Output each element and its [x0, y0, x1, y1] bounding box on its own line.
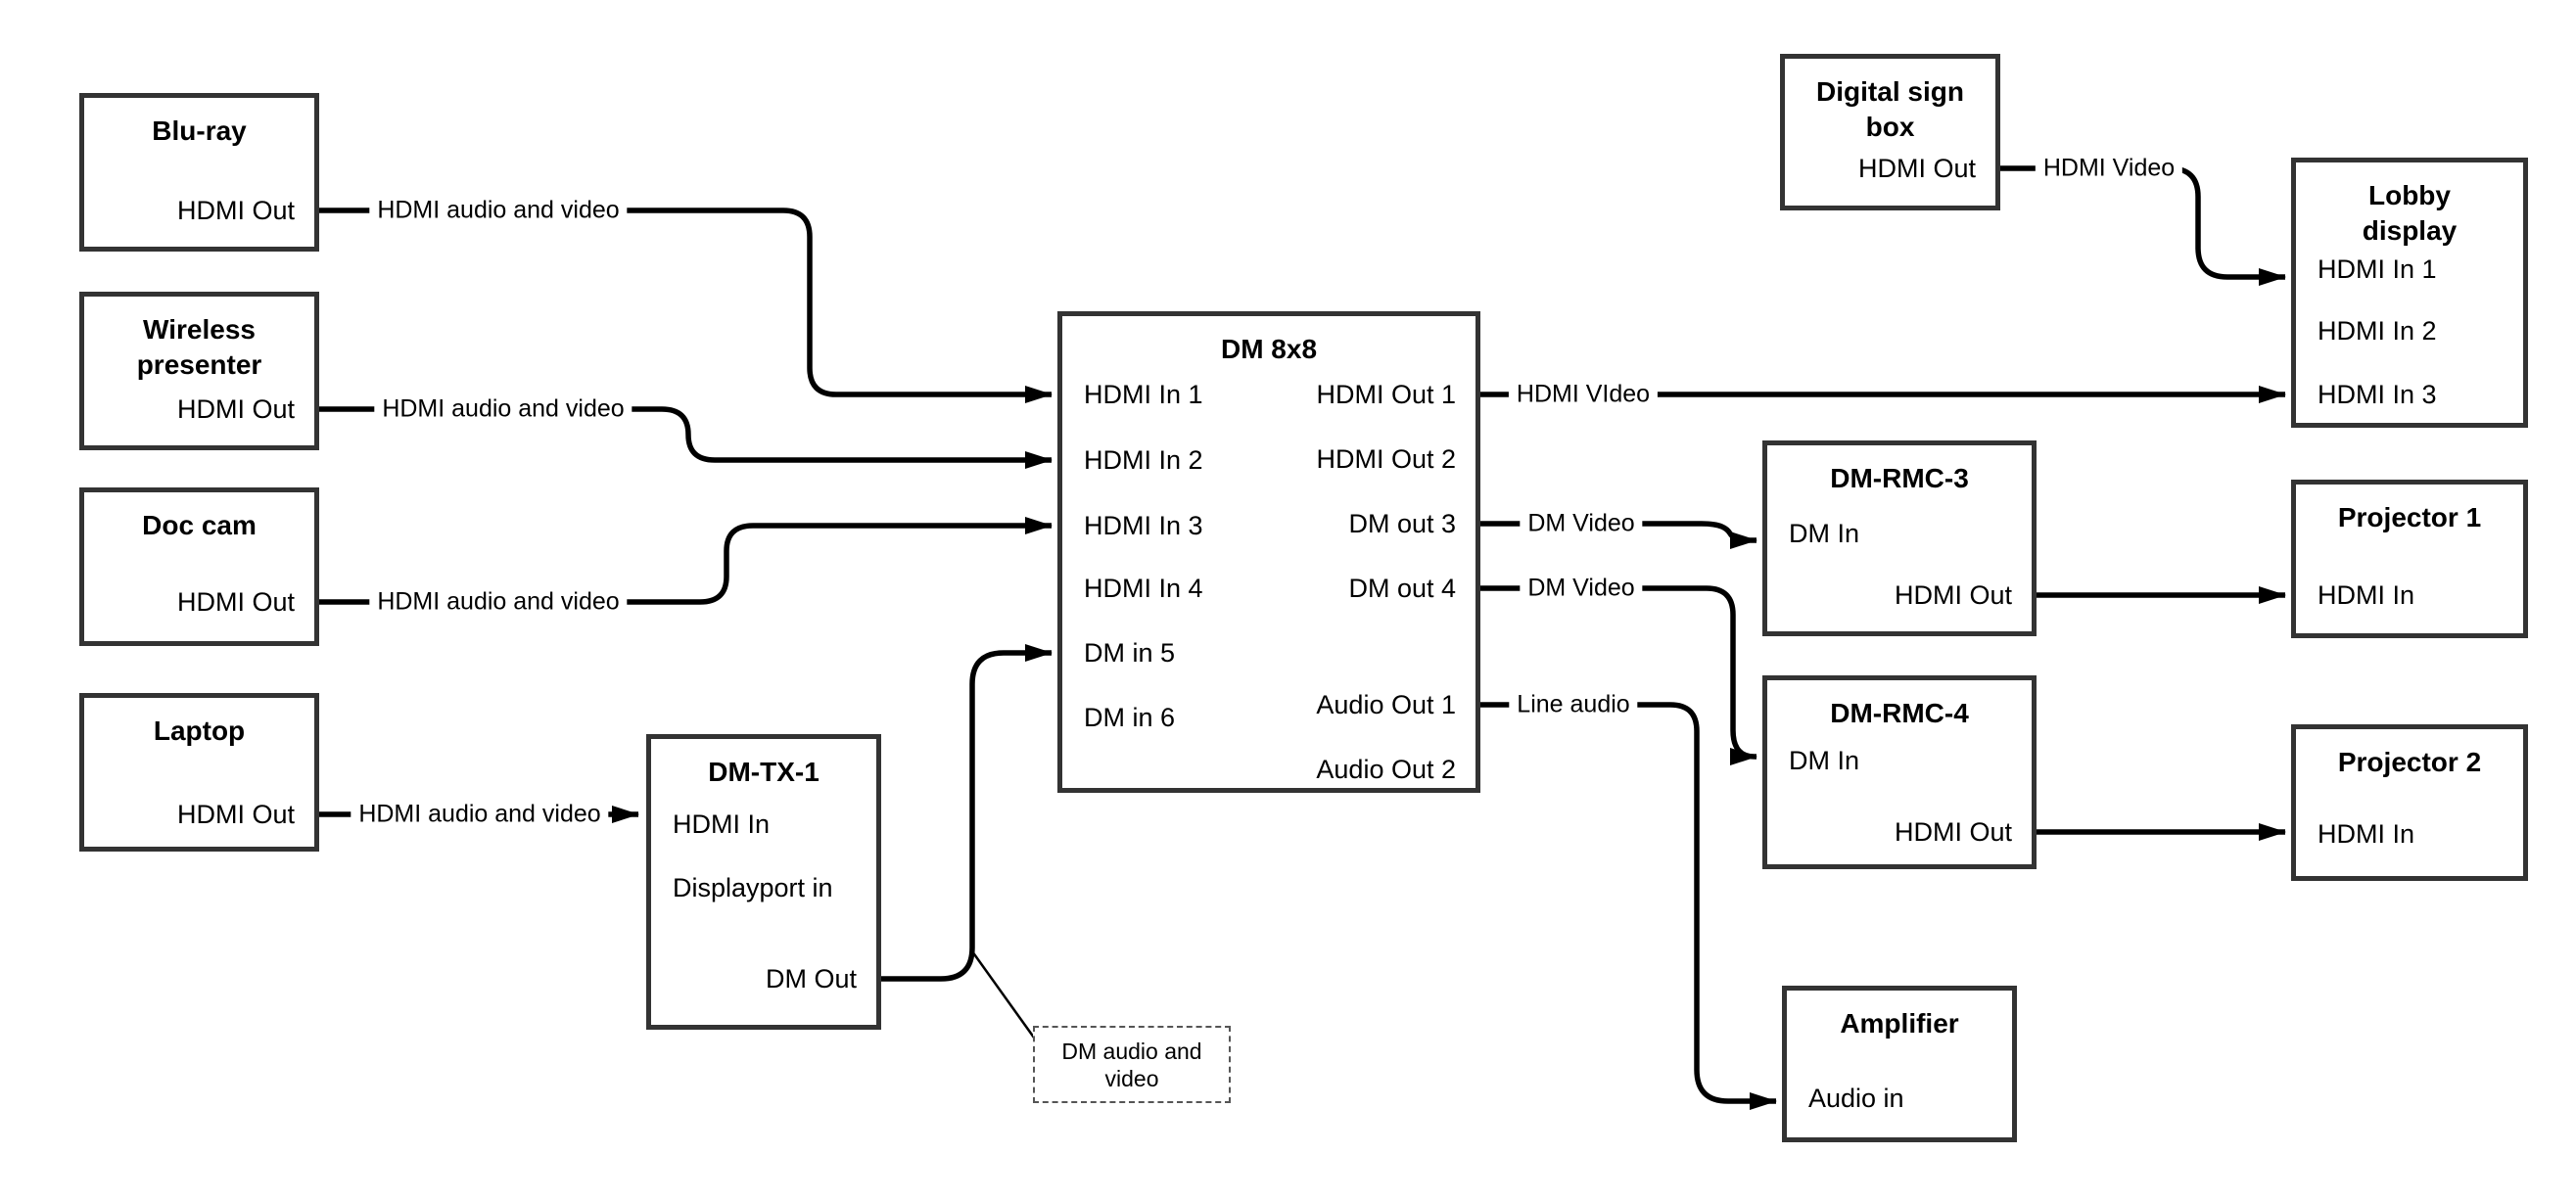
port-lobby-hdmi-in-2: HDMI In 2	[2318, 316, 2437, 346]
port-dm8x8-hdmi-in-3: HDMI In 3	[1084, 511, 1203, 540]
port-dm8x8-hdmi-out-2: HDMI Out 2	[1316, 444, 1456, 474]
node-dm-tx-1: DM-TX-1 HDMI In Displayport in DM Out	[646, 734, 881, 1030]
edge-label-bluray-av: HDMI audio and video	[369, 195, 628, 226]
node-dm-8x8: DM 8x8 HDMI In 1 HDMI In 2 HDMI In 3 HDM…	[1057, 311, 1480, 793]
edge-digitalsign-to-lobby-in1	[2000, 165, 2286, 286]
port-lobby-hdmi-in-1: HDMI In 1	[2318, 254, 2437, 284]
node-dmrmc4-title: DM-RMC-4	[1830, 698, 1969, 728]
edge-dm8x8-dmout3-to-dmrmc3	[1480, 521, 1757, 549]
node-proj1-title: Projector 1	[2337, 502, 2482, 532]
port-dm8x8-audio-out-2: Audio Out 2	[1316, 755, 1456, 784]
port-dmtx1-dm-out: DM Out	[765, 964, 857, 993]
port-dmrmc4-dm-in: DM In	[1789, 746, 1860, 775]
node-lobby-title: Lobby display	[2362, 180, 2458, 246]
node-laptop: Laptop HDMI Out	[79, 693, 319, 852]
port-bluray-hdmi-out: HDMI Out	[176, 196, 295, 225]
node-digital-sign-box: Digital sign box HDMI Out	[1780, 54, 2000, 210]
port-dm8x8-dm-in-6: DM in 6	[1084, 703, 1176, 732]
node-doccam-title: Doc cam	[142, 510, 257, 540]
edge-label-hdmi-video-sign: HDMI Video	[2035, 153, 2183, 184]
edge-dm8x8-audio1-to-amplifier	[1480, 702, 1777, 1110]
port-dmrmc4-hdmi-out: HDMI Out	[1894, 817, 2012, 847]
port-digitalsign-hdmi-out: HDMI Out	[1857, 154, 1976, 183]
node-dm-rmc-4: DM-RMC-4 DM In HDMI Out	[1762, 675, 2037, 869]
port-dm8x8-dm-out-4: DM out 4	[1348, 574, 1456, 603]
port-dm8x8-hdmi-in-1: HDMI In 1	[1084, 380, 1203, 409]
port-proj2-hdmi-in: HDMI In	[2318, 819, 2415, 849]
node-proj2-title: Projector 2	[2337, 747, 2482, 777]
edge-dm8x8-dmout4-to-dmrmc4	[1480, 585, 1757, 765]
edge-doccam-to-dm8x8-in3	[319, 517, 1053, 605]
edge-label-dm-video-3: DM Video	[1520, 508, 1643, 539]
edge-label-wireless-av: HDMI audio and video	[374, 393, 632, 425]
port-dm8x8-dm-in-5: DM in 5	[1084, 638, 1176, 668]
port-dmrmc3-hdmi-out: HDMI Out	[1894, 580, 2012, 610]
node-dm-rmc-3: DM-RMC-3 DM In HDMI Out	[1762, 440, 2037, 636]
port-doccam-hdmi-out: HDMI Out	[176, 587, 295, 617]
edge-bluray-to-dm8x8-in1	[319, 208, 1053, 403]
node-dmtx1-title: DM-TX-1	[708, 757, 820, 787]
node-projector-2: Projector 2 HDMI In	[2291, 724, 2528, 881]
node-dmrmc3-title: DM-RMC-3	[1830, 463, 1969, 493]
node-bluray-title: Blu-ray	[152, 115, 247, 146]
node-wireless-title: Wireless presenter	[136, 314, 262, 380]
node-wireless-presenter: Wireless presenter HDMI Out	[79, 292, 319, 450]
edge-label-laptop-av: HDMI audio and video	[351, 799, 609, 830]
port-lobby-hdmi-in-3: HDMI In 3	[2318, 380, 2437, 409]
port-dmrmc3-dm-in: DM In	[1789, 519, 1860, 548]
node-bluray: Blu-ray HDMI Out	[79, 93, 319, 252]
node-lobby-display: Lobby display HDMI In 1 HDMI In 2 HDMI I…	[2291, 158, 2528, 428]
edge-label-line-audio: Line audio	[1509, 689, 1638, 720]
node-dm8x8-title: DM 8x8	[1220, 334, 1318, 364]
port-dm8x8-hdmi-in-4: HDMI In 4	[1084, 574, 1203, 603]
callout-text: DM audio and video	[1061, 1038, 1202, 1091]
port-dm8x8-hdmi-in-2: HDMI In 2	[1084, 445, 1203, 475]
port-dm8x8-dm-out-3: DM out 3	[1348, 509, 1456, 538]
port-laptop-hdmi-out: HDMI Out	[176, 800, 295, 829]
node-amplifier-title: Amplifier	[1840, 1008, 1959, 1039]
port-proj1-hdmi-in: HDMI In	[2318, 580, 2415, 610]
port-dmtx1-displayport-in: Displayport in	[673, 873, 833, 902]
port-dm8x8-audio-out-1: Audio Out 1	[1316, 690, 1456, 719]
callout-leader-line	[970, 950, 1036, 1039]
node-projector-1: Projector 1 HDMI In	[2291, 480, 2528, 638]
edge-wireless-to-dm8x8-in2	[319, 406, 1053, 469]
port-dmtx1-hdmi-in: HDMI In	[673, 809, 771, 839]
node-digitalsign-title: Digital sign box	[1816, 76, 1964, 142]
node-amplifier: Amplifier Audio in	[1782, 986, 2017, 1142]
edge-dmtx1-to-dm8x8-in5	[881, 644, 1053, 982]
port-wireless-hdmi-out: HDMI Out	[176, 394, 295, 424]
edge-label-hdmi-video-main: HDMI VIdeo	[1508, 379, 1659, 410]
port-dm8x8-hdmi-out-1: HDMI Out 1	[1316, 380, 1456, 409]
callout-dm-audio-video: DM audio and video	[1033, 1026, 1231, 1103]
edge-label-doccam-av: HDMI audio and video	[369, 586, 628, 618]
node-laptop-title: Laptop	[153, 716, 246, 746]
port-amplifier-audio-in: Audio in	[1808, 1084, 1904, 1113]
edge-label-dm-video-4: DM Video	[1520, 573, 1643, 604]
node-doc-cam: Doc cam HDMI Out	[79, 487, 319, 646]
